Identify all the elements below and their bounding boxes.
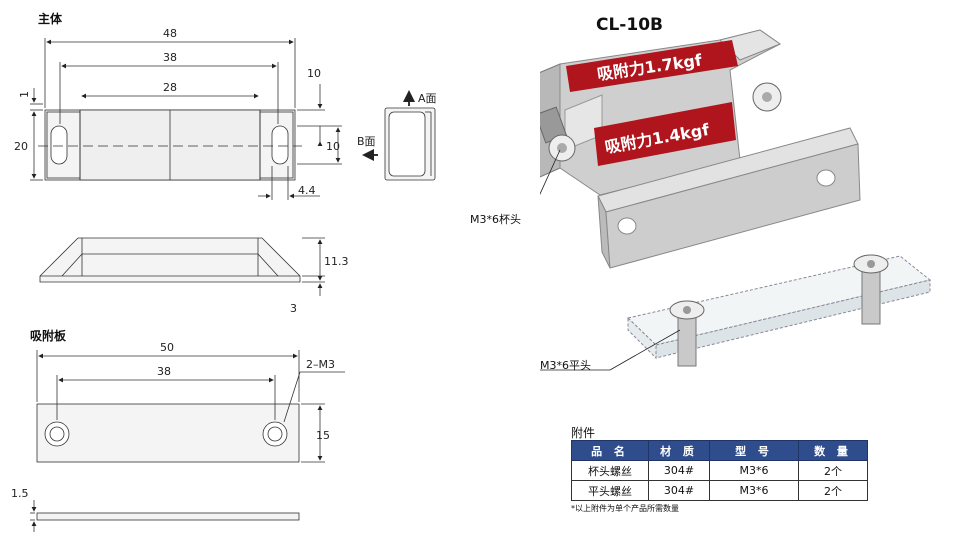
cell-quantity: 2个 — [798, 460, 868, 481]
body-end-view — [384, 107, 436, 181]
dim-3: 3 — [290, 302, 297, 315]
header-model: 型 号 — [709, 440, 799, 461]
header-name: 品 名 — [571, 440, 649, 461]
header-material: 材 质 — [648, 440, 710, 461]
dim-28: 28 — [163, 81, 177, 94]
flat-screw-left-icon — [669, 300, 705, 367]
dim-20: 20 — [14, 140, 28, 153]
cell-quantity: 2个 — [798, 480, 868, 501]
cell-name: 平头螺丝 — [571, 480, 649, 501]
table-header-row: 品 名 材 质 型 号 数 量 — [571, 440, 868, 461]
plate-side-view — [36, 512, 300, 521]
attraction-plate — [597, 127, 861, 269]
dim-plate-38: 38 — [157, 365, 171, 378]
accessories-note: *以上附件为单个产品所需数量 — [571, 504, 679, 513]
table-row: 杯头螺丝 304# M3*6 2个 — [571, 460, 868, 481]
cup-screw-right-icon — [752, 82, 782, 112]
dim-10-mid: 10 — [326, 140, 340, 153]
plate-top-view — [36, 403, 300, 463]
cell-material: 304# — [648, 460, 710, 481]
flat-screw-right-icon — [853, 254, 889, 325]
dim-1: 1 — [18, 91, 31, 98]
body-side-view — [39, 237, 301, 283]
header-quantity: 数 量 — [798, 440, 868, 461]
cell-name: 杯头螺丝 — [571, 460, 649, 481]
accessories-title: 附件 — [571, 426, 596, 440]
callout-flat-screw: M3*6平头 — [540, 359, 591, 372]
plate-section-title: 吸附板 — [30, 329, 67, 343]
dim-2-m3: 2–M3 — [306, 358, 335, 371]
dim-15: 15 — [316, 429, 330, 442]
cell-material: 304# — [648, 480, 710, 501]
body-top-view — [38, 109, 302, 181]
cell-model: M3*6 — [709, 480, 799, 501]
table-row: 平头螺丝 304# M3*6 2个 — [571, 480, 868, 501]
product-illustration: 吸附力1.7kgf 吸附力1.4kgf — [540, 29, 932, 371]
dim-50: 50 — [160, 341, 174, 354]
dim-48: 48 — [163, 27, 177, 40]
dim-1-5: 1.5 — [11, 487, 29, 500]
dim-4-4: 4.4 — [298, 184, 316, 197]
b-face-label: B面 — [357, 135, 376, 148]
a-face-label: A面 — [418, 92, 437, 105]
callout-cup-screw: M3*6杯头 — [470, 213, 521, 226]
cell-model: M3*6 — [709, 460, 799, 481]
dim-38: 38 — [163, 51, 177, 64]
dim-10-top: 10 — [307, 67, 321, 80]
model-name: CL-10B — [596, 15, 663, 35]
dim-11-3: 11.3 — [324, 255, 349, 268]
body-section-title: 主体 — [38, 12, 63, 26]
technical-drawing: 48 38 28 20 1 10 10 4.4 11.3 3 A面 B面 50 … — [11, 27, 437, 532]
accessories-table: 品 名 材 质 型 号 数 量 杯头螺丝 304# M3*6 2个 平头螺丝 3… — [571, 440, 868, 501]
